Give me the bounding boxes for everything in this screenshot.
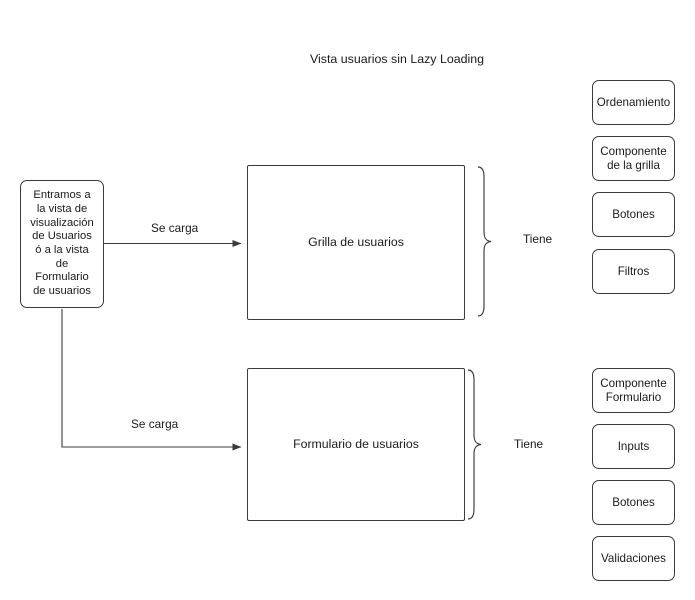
start-node[interactable]: Entramos a la vista de visualización de … (20, 180, 104, 308)
feature-chip-componente-formulario[interactable]: Componente Formulario (592, 368, 675, 413)
feature-chip-ordenamiento[interactable]: Ordenamiento (592, 80, 675, 125)
feature-chip-inputs[interactable]: Inputs (592, 424, 675, 469)
feature-chip-componente-de-la-grilla[interactable]: Componente de la grilla (592, 136, 675, 181)
edge-label-se-carga-grilla: Se carga (148, 222, 202, 235)
formulario-de-usuarios-node[interactable]: Formulario de usuarios (247, 368, 465, 521)
feature-chip-botones-formulario[interactable]: Botones (592, 480, 675, 525)
feature-chip-label: Filtros (617, 264, 650, 278)
page-title: Vista usuarios sin Lazy Loading (307, 52, 488, 67)
feature-chip-validaciones[interactable]: Validaciones (592, 536, 675, 581)
edge-start-to-formulario (61, 309, 242, 451)
brace-label-tiene-formulario: Tiene (511, 438, 547, 451)
feature-chip-label: Validaciones (601, 551, 666, 565)
grilla-node-label: Grilla de usuarios (308, 235, 404, 250)
feature-chip-label: Componente Formulario (600, 376, 667, 404)
feature-chip-label: Inputs (617, 439, 650, 453)
feature-chip-label: Botones (612, 207, 655, 221)
feature-chip-label: Botones (612, 495, 655, 509)
brace-formulario (467, 369, 482, 520)
brace-label-tiene-grilla: Tiene (520, 233, 556, 246)
edge-label-se-carga-formulario: Se carga (128, 418, 182, 431)
feature-chip-label: Ordenamiento (596, 95, 671, 109)
grilla-de-usuarios-node[interactable]: Grilla de usuarios (247, 165, 465, 320)
formulario-node-label: Formulario de usuarios (293, 437, 419, 452)
start-node-label: Entramos a la vista de visualización de … (30, 189, 94, 297)
feature-chip-filtros[interactable]: Filtros (592, 249, 675, 294)
feature-chip-botones-grilla[interactable]: Botones (592, 192, 675, 237)
feature-chip-label: Componente de la grilla (600, 144, 667, 172)
brace-grilla (477, 166, 492, 317)
